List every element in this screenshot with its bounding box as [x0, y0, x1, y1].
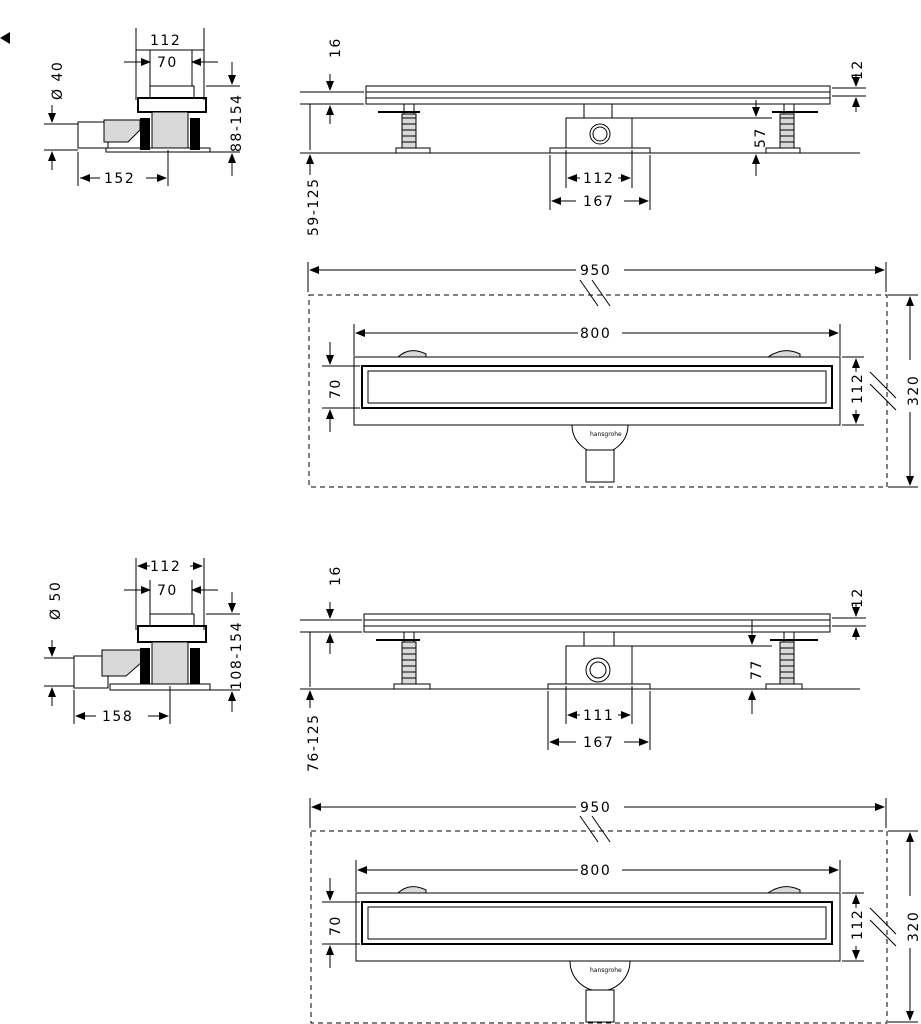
- side-view-1: 112 70 Ø 40 88-154: [44, 28, 245, 187]
- dim-front1-grate: 16: [328, 37, 344, 58]
- dim-front1-frame: 12: [850, 59, 866, 80]
- front-view-2: 16 12: [300, 565, 866, 772]
- dim-side2-w-top: 112: [150, 559, 181, 575]
- dim-side1-h-range: 88-154: [229, 93, 245, 152]
- dim-front1-box: 112: [583, 171, 614, 187]
- brand-mark: hansgrohe: [590, 431, 622, 438]
- dim-plan2-outer-width: 320: [906, 911, 921, 942]
- dim-side2-depth: 158: [102, 709, 133, 725]
- side-view-2: 112 70 Ø 50 108-154: [44, 558, 245, 725]
- dim-front2-h-range: 76-125: [306, 713, 322, 772]
- dim-plan1-channel-length: 800: [580, 326, 611, 342]
- dim-side1-depth: 152: [104, 171, 135, 187]
- dim-side2-h-range: 108-154: [229, 621, 245, 690]
- dim-side2-pipe-dia: Ø 50: [48, 581, 64, 620]
- dim-plan2-channel-length: 800: [580, 863, 611, 879]
- dim-front2-frame: 12: [850, 587, 866, 608]
- dim-front1-h-range: 59-125: [306, 177, 322, 236]
- dim-plan1-grate-width: 70: [328, 378, 344, 399]
- dim-side1-pipe-dia: Ø 40: [50, 61, 66, 100]
- plan-view-2: 950 800 hansgrohe 70: [309, 798, 921, 1024]
- dim-front1-outlet: 57: [753, 127, 769, 148]
- dim-side2-w-grate: 70: [157, 583, 178, 599]
- dim-side1-w-grate: 70: [157, 55, 178, 71]
- dim-plan1-outer-length: 950: [580, 263, 611, 279]
- plan-view-1: 950 800 hansgrohe 70: [307, 262, 921, 488]
- dim-plan1-channel-width: 112: [850, 373, 866, 404]
- brand-mark: hansgrohe: [590, 967, 622, 974]
- dim-front2-grate: 16: [328, 565, 344, 586]
- dim-plan1-outer-width: 320: [906, 375, 921, 406]
- dim-front2-box: 111: [583, 708, 614, 724]
- dim-side1-w-top: 112: [150, 33, 181, 49]
- front-view-1: 16 12: [300, 37, 866, 236]
- dim-plan2-outer-length: 950: [580, 800, 611, 816]
- dim-front2-base: 167: [583, 735, 614, 751]
- dim-plan2-channel-width: 112: [850, 909, 866, 940]
- dim-front1-base: 167: [583, 194, 614, 210]
- dim-plan2-grate-width: 70: [328, 915, 344, 936]
- drawing-1: 112 70 Ø 40 88-154: [44, 28, 921, 488]
- dim-front2-outlet: 77: [749, 659, 765, 680]
- drawing-2: 112 70 Ø 50 108-154: [44, 558, 921, 1024]
- arrow-left-icon[interactable]: [0, 32, 10, 44]
